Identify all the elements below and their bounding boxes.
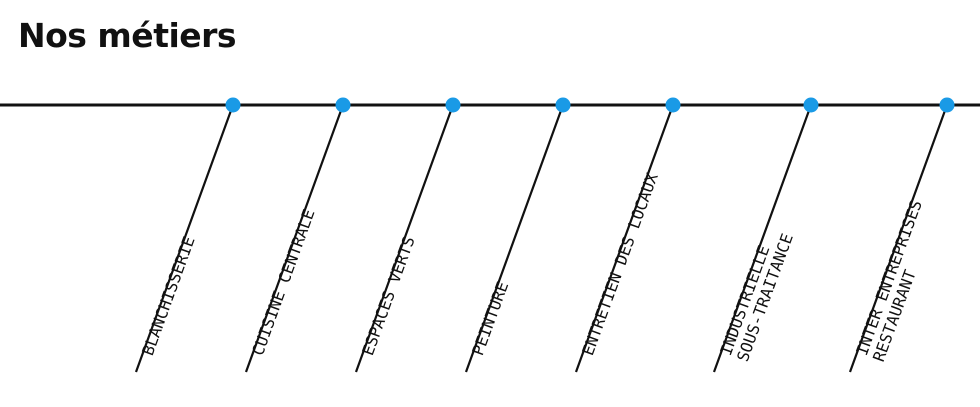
branch-line	[464, 104, 565, 373]
branch-line	[244, 104, 345, 373]
timeline-node	[225, 97, 241, 113]
timeline-node	[445, 97, 461, 113]
timeline-node	[335, 97, 351, 113]
timeline-node	[555, 97, 571, 113]
branch-label: ESPACES VERTS	[358, 234, 419, 358]
branch-line	[848, 104, 949, 373]
branch-line	[712, 104, 813, 373]
timeline-node	[665, 97, 681, 113]
timeline-branches: BLANCHISSERIE CUISINE CENTRALE ESPACES VER…	[134, 97, 955, 373]
branch-label: CUISINE CENTRALE	[248, 207, 318, 358]
timeline-node	[939, 97, 955, 113]
branch-label: PEINTURE	[468, 279, 512, 358]
branch-label: BLANCHISSERIE	[138, 234, 199, 358]
branch-line	[134, 104, 235, 373]
branch-line	[574, 104, 675, 373]
branch-label: ENTRETIEN DES LOCAUX	[578, 170, 662, 358]
branch-line	[354, 104, 455, 373]
page-title: Nos métiers	[18, 16, 237, 55]
timeline-node	[803, 97, 819, 113]
